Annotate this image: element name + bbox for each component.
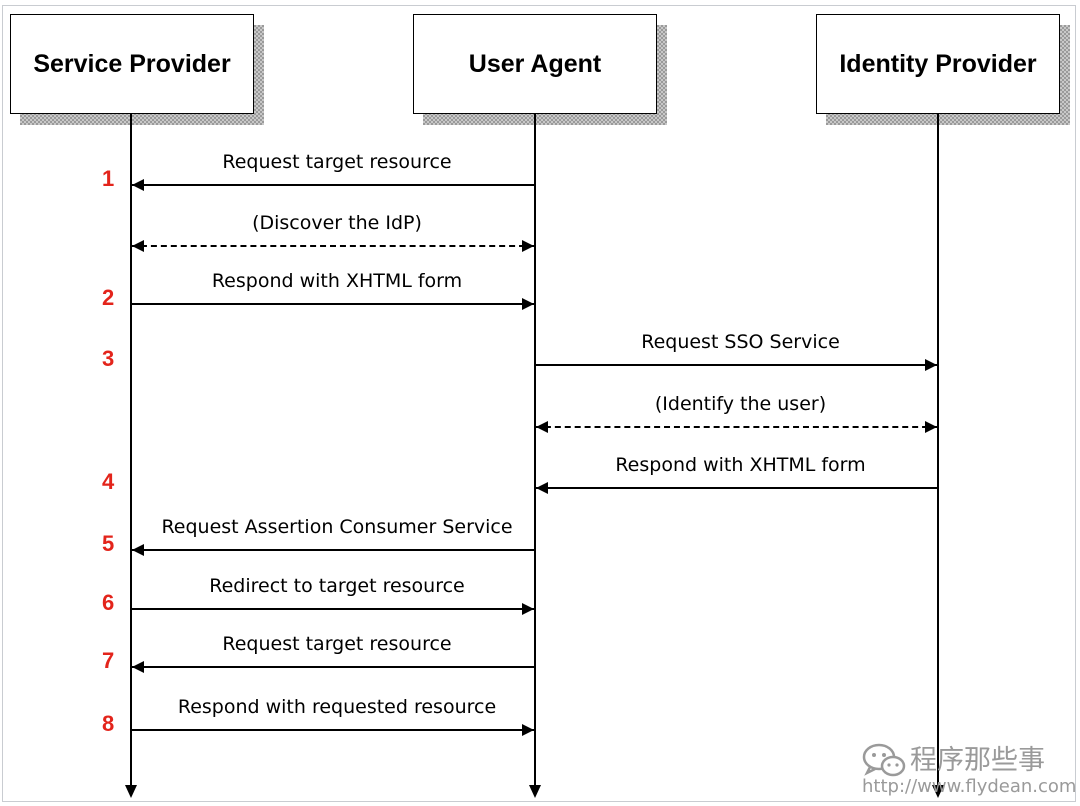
message-label: Redirect to target resource <box>209 575 465 597</box>
arrowhead-right <box>522 298 534 310</box>
message-arrow <box>131 608 535 610</box>
step-number: 7 <box>102 648 115 673</box>
message-label: (Discover the IdP) <box>252 212 422 234</box>
wechat-icon <box>862 743 906 777</box>
watermark-title: 程序那些事 <box>910 745 1045 776</box>
message-arrow <box>535 487 938 489</box>
arrowhead-right <box>522 240 534 252</box>
watermark-url: http://www.flydean.com <box>862 776 1077 797</box>
watermark: 程序那些事 http://www.flydean.com <box>862 738 1077 802</box>
message-arrow <box>131 666 535 668</box>
lifeline-idp <box>937 114 939 785</box>
lifeline-arrowhead <box>529 785 541 798</box>
message-arrow <box>131 184 535 186</box>
step-number: 6 <box>102 590 115 615</box>
message-label: Request Assertion Consumer Service <box>161 516 513 538</box>
message-arrow <box>131 729 535 731</box>
step-number: 4 <box>102 469 115 494</box>
arrowhead-right <box>925 421 937 433</box>
arrowhead-left <box>132 179 144 191</box>
lifeline-sp <box>130 114 132 785</box>
arrowhead-left <box>536 482 548 494</box>
lifeline-arrowhead <box>932 785 944 798</box>
arrowhead-left <box>132 661 144 673</box>
actor-ua: User Agent <box>413 14 657 114</box>
message-arrow <box>131 245 535 247</box>
arrowhead-left <box>536 421 548 433</box>
arrowhead-right <box>925 359 937 371</box>
step-number: 2 <box>102 285 115 310</box>
step-number: 3 <box>102 346 115 371</box>
message-label: Respond with XHTML form <box>211 270 463 292</box>
arrowhead-right <box>522 603 534 615</box>
message-arrow <box>535 426 938 428</box>
arrowhead-left <box>132 544 144 556</box>
actor-sp: Service Provider <box>10 14 254 114</box>
message-label: Request target resource <box>222 633 452 655</box>
step-number: 1 <box>102 166 115 191</box>
arrowhead-left <box>132 240 144 252</box>
message-arrow <box>131 303 535 305</box>
lifeline-ua <box>534 114 536 785</box>
actor-idp: Identity Provider <box>816 14 1060 114</box>
message-label: Request SSO Service <box>641 331 840 353</box>
step-number: 8 <box>102 711 115 736</box>
message-label: Respond with XHTML form <box>615 454 866 476</box>
step-number: 5 <box>102 531 115 556</box>
message-label: Request target resource <box>222 151 452 173</box>
message-label: Respond with requested resource <box>177 696 497 718</box>
message-arrow <box>131 549 535 551</box>
diagram-frame <box>2 5 1076 802</box>
lifeline-arrowhead <box>125 785 137 798</box>
message-arrow <box>535 364 938 366</box>
arrowhead-right <box>522 724 534 736</box>
message-label: (Identify the user) <box>654 393 827 415</box>
